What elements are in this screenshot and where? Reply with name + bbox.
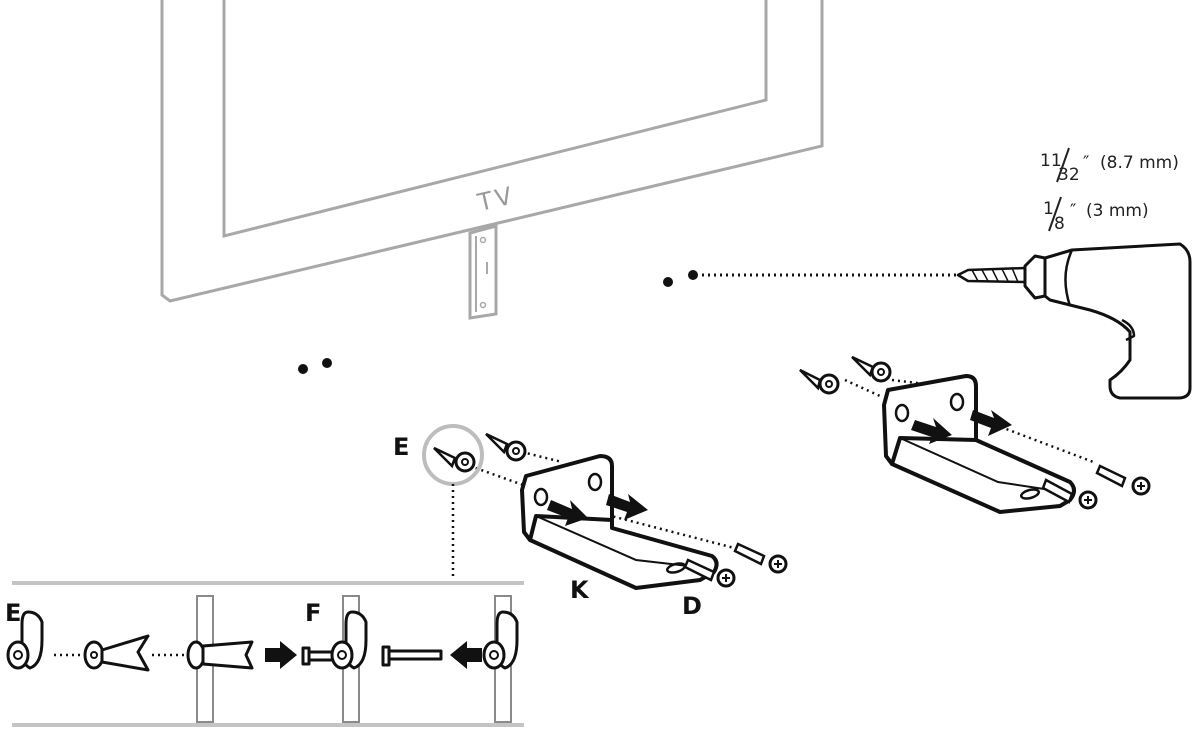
arrow-icon: [606, 494, 648, 520]
drill-icon: [956, 242, 1192, 400]
anchor-icon: [482, 610, 519, 670]
arrow-icon: [547, 500, 588, 526]
tv-label: TV: [474, 181, 517, 217]
arrow-icon: [450, 641, 482, 669]
screw-f-icon: [381, 645, 443, 667]
spread-anchor-icon: [83, 634, 150, 672]
hole-mark: [322, 358, 332, 368]
arrow-icon: [911, 418, 952, 444]
metric-size: (3 mm): [1086, 201, 1149, 221]
anchor-icon: [330, 610, 368, 670]
label-screw-d: D: [682, 592, 702, 620]
label-anchor-e: E: [393, 433, 409, 461]
arrow-icon: [970, 410, 1012, 436]
drill-bit-small-size: 1 8 ″ (3 mm): [1043, 196, 1149, 234]
screw-icon: [1041, 478, 1098, 510]
fraction-denominator: 32: [1058, 165, 1080, 185]
anchor-highlight-circle: [422, 424, 484, 486]
label-bracket-k: K: [570, 576, 590, 604]
arrow-icon: [265, 641, 297, 669]
screw-icon: [733, 542, 788, 574]
anchor-icon: [6, 610, 44, 670]
drill-bit-large-size: 11 32 ″ (8.7 mm): [1040, 147, 1179, 185]
metric-size: (8.7 mm): [1100, 153, 1179, 173]
dotted-guides: [469, 450, 743, 568]
tv-screen: [222, 0, 768, 238]
label-detail-e: E: [5, 599, 21, 627]
drill-hole-marks: [298, 270, 958, 374]
wall-anchor-icon: [433, 446, 476, 473]
fraction-denominator: 8: [1054, 214, 1065, 234]
fraction-numerator: 11: [1040, 151, 1062, 171]
screw-icon: [683, 558, 736, 588]
left-bracket-assembly: [422, 424, 788, 590]
inch-mark: ″: [1083, 153, 1089, 173]
inch-mark: ″: [1070, 201, 1076, 221]
tv-outer-frame: [160, 0, 824, 303]
hole-mark: [688, 270, 698, 280]
wall-anchor-icon: [851, 355, 892, 383]
drill-bit-sizes: 11 32 ″ (8.7 mm) 1 8 ″ (3 mm): [1040, 147, 1179, 234]
wall-anchor-icon: [799, 368, 840, 395]
fraction-numerator: 1: [1043, 199, 1054, 219]
right-bracket-assembly: [799, 355, 1151, 514]
anchor-in-wall-icon: [186, 640, 254, 670]
hole-mark: [298, 364, 308, 374]
tv-stand-bracket: [468, 224, 498, 320]
anchor-detail-panel: E F: [5, 581, 524, 727]
hole-mark: [663, 277, 673, 287]
label-detail-f: F: [305, 599, 321, 627]
screw-icon: [1095, 464, 1151, 496]
tv-illustration: TV: [160, 0, 824, 320]
wall-anchor-icon: [485, 432, 527, 462]
